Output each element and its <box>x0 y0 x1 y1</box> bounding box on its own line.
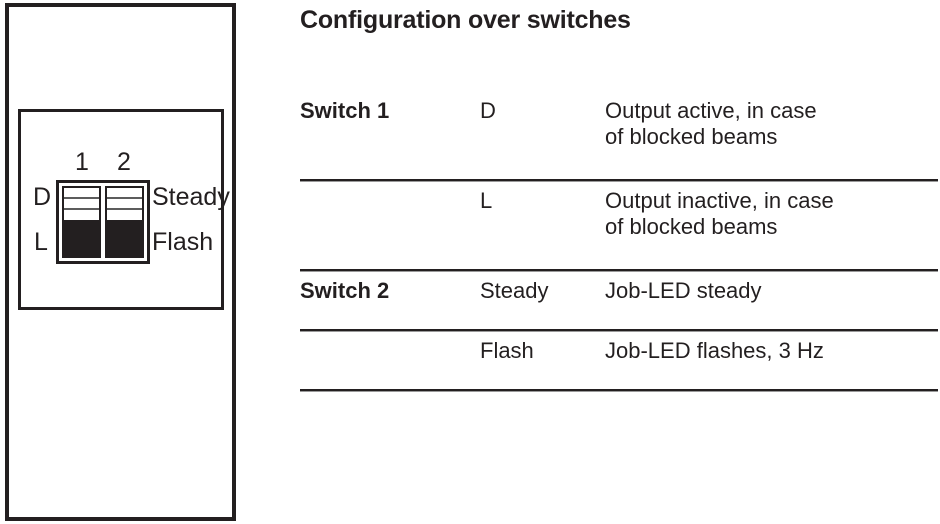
table-cell-setting: D <box>480 98 496 123</box>
table-cell-setting: Flash <box>480 338 534 363</box>
dip-switch-lever-1[interactable] <box>62 186 101 258</box>
dip-switch-lever-2[interactable] <box>105 186 144 258</box>
dip-switch-2-ridges <box>107 188 142 220</box>
dip-switch-1-actuator <box>64 219 99 256</box>
dip-switch-body <box>56 180 150 264</box>
configuration-table: Switch 1 D Output active, in case of blo… <box>300 92 938 392</box>
table-divider <box>300 269 938 272</box>
table-cell-switch: Switch 2 <box>300 278 390 303</box>
content-area: Configuration over switches Switch 1 D O… <box>300 0 938 524</box>
table-row: Switch 2 Steady Job-LED steady <box>300 272 938 329</box>
dip-switch-detail-box: 1 2 D L Steady Flash <box>18 109 230 313</box>
table-row: Flash Job-LED flashes, 3 Hz <box>300 332 938 389</box>
description-line: Job-LED flashes, 3 Hz <box>605 338 824 363</box>
dip-position-label-l: L <box>34 228 48 256</box>
table-cell-setting: L <box>480 188 493 213</box>
dip-position-label-flash: Flash <box>152 228 214 256</box>
dip-position-label-d: D <box>33 183 52 211</box>
table-divider <box>300 389 938 392</box>
table-cell-description: Output inactive, in case of blocked beam… <box>605 188 938 240</box>
dip-switch-number-2: 2 <box>117 148 131 176</box>
table-row: L Output inactive, in case of blocked be… <box>300 182 938 269</box>
device-front-panel-illustration: 1 2 D L Steady Flash <box>5 3 236 521</box>
table-divider <box>300 179 938 182</box>
description-line: of blocked beams <box>605 214 778 239</box>
description-line: Job-LED steady <box>605 278 762 303</box>
table-row: Switch 1 D Output active, in case of blo… <box>300 92 938 179</box>
dip-switch-2-actuator <box>107 219 142 256</box>
description-line: Output active, in case <box>605 98 817 123</box>
description-line: of blocked beams <box>605 124 778 149</box>
description-line: Output inactive, in case <box>605 188 834 213</box>
dip-position-label-steady: Steady <box>152 183 230 211</box>
table-cell-description: Job-LED flashes, 3 Hz <box>605 338 938 364</box>
page-title: Configuration over switches <box>300 6 631 34</box>
table-cell-setting: Steady <box>480 278 549 303</box>
table-cell-description: Job-LED steady <box>605 278 938 304</box>
dip-switch-assembly: 1 2 D L Steady Flash <box>21 112 230 313</box>
table-cell-description: Output active, in case of blocked beams <box>605 98 938 150</box>
table-cell-switch: Switch 1 <box>300 98 390 123</box>
dip-switch-number-1: 1 <box>75 148 89 176</box>
table-divider <box>300 329 938 332</box>
dip-switch-1-ridges <box>64 188 99 220</box>
